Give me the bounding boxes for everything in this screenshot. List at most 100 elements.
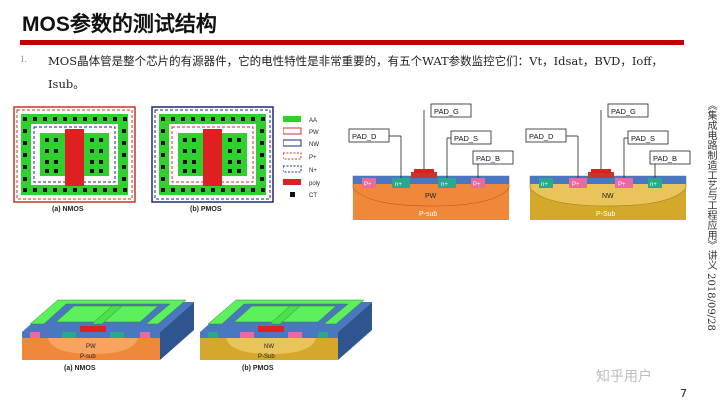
nmos-cross-section: P+ n+ n+ P+ PW P-sub PAD_G PAD_D PAD_S P…	[348, 103, 514, 220]
legend-ct-label: CT	[309, 193, 317, 199]
layout-legend: AA PW NW P+ N+ poly CT	[283, 116, 320, 199]
pmos-layout-caption: (b) PMOS	[190, 206, 222, 213]
pmos-nplus-left-diff	[539, 178, 553, 188]
legend-poly-label: poly	[309, 181, 320, 187]
pmos-iso-caption: (b) PMOS	[242, 365, 274, 372]
pmos-pad-d: PAD_D	[529, 132, 554, 141]
nmos-well-label: PW	[425, 193, 437, 200]
pmos-iso-nplus-left	[208, 332, 218, 338]
page-number: 7	[680, 387, 687, 400]
pmos-contacts	[161, 117, 265, 192]
legend-poly-swatch	[283, 179, 301, 185]
nmos-contacts	[23, 117, 127, 192]
nmos-nplus-drain-diff	[392, 178, 410, 188]
nmos-iso-view: PW P-sub (a) NMOS	[22, 299, 194, 372]
pmos-gate-top	[591, 169, 611, 173]
pmos-pplus-drain-diff	[569, 178, 587, 188]
legend-nplus-label: N+	[309, 168, 317, 174]
nmos-pad-boxes	[348, 103, 514, 165]
nmos-iso-nplus-drain	[62, 332, 76, 338]
nmos-iso-aa-ring	[29, 299, 187, 325]
nmos-iso-substrate-label: P-sub	[80, 354, 96, 360]
nmos-doping-label-4: P+	[473, 182, 481, 188]
legend-nw-swatch	[283, 139, 302, 147]
pmos-doping-label-1: n+	[541, 182, 548, 188]
pmos-iso-substrate-label: P-Sub	[258, 354, 275, 360]
nmos-iso-gate-finger	[91, 305, 123, 325]
nmos-gate-top	[414, 169, 434, 173]
legend-aa-label: AA	[309, 118, 317, 124]
pmos-iso-poly	[258, 326, 284, 332]
nmos-pad-b: PAD_B	[476, 154, 500, 163]
nmos-iso-pplus-right	[140, 332, 150, 338]
pmos-iso-pplus-drain	[240, 332, 254, 338]
pmos-doping-label-3: P+	[618, 182, 626, 188]
nmos-iso-side-face	[160, 302, 194, 360]
pmos-substrate-label: P-Sub	[596, 211, 616, 218]
nmos-iso-pw	[48, 338, 138, 354]
pmos-doping-label-2: P+	[572, 182, 580, 188]
legend-pplus-label: P+	[309, 155, 317, 161]
pmos-iso-gate-finger	[269, 305, 301, 325]
slide-title: MOS参数的测试结构	[22, 13, 217, 36]
legend-pw-swatch	[283, 127, 302, 135]
nmos-doping-label-3: n+	[441, 182, 448, 188]
nmos-iso-front-sti	[22, 332, 160, 338]
pmos-iso-well-label: NW	[264, 344, 274, 350]
bullet-marker: 1.	[20, 54, 27, 64]
pmos-iso-front-sti	[200, 332, 338, 338]
legend-pplus-swatch	[283, 152, 302, 160]
nmos-sti-top	[353, 176, 509, 184]
nmos-pad-g: PAD_G	[434, 107, 459, 116]
pmos-poly-gate	[203, 129, 222, 186]
pmos-nw-outline	[151, 106, 274, 203]
pmos-pad-g: PAD_G	[611, 107, 636, 116]
legend-nplus-swatch	[283, 165, 302, 173]
pmos-iso-nplus-right	[318, 332, 328, 338]
pmos-iso-side-face	[338, 302, 372, 360]
nmos-pplus-outline	[16, 109, 133, 200]
nmos-pplus-right-diff	[471, 178, 485, 188]
pmos-layout-diagram: (b) PMOS	[151, 106, 274, 213]
pmos-cross-section: n+ P+ P+ n+ NW P-Sub PAD_G PAD_D PAD_S P…	[525, 103, 691, 220]
pmos-sti-top	[530, 176, 686, 184]
pmos-nplus-outline	[154, 109, 271, 200]
pmos-pad-s: PAD_S	[631, 134, 655, 143]
pmos-iso-view: NW P-Sub (b) PMOS	[200, 299, 372, 372]
nmos-pplus-left-diff	[362, 178, 376, 188]
nmos-iso-nplus-source	[110, 332, 124, 338]
nmos-pw-outline	[13, 106, 136, 203]
nmos-iso-caption: (a) NMOS	[64, 365, 96, 372]
nmos-pad-s: PAD_S	[454, 134, 478, 143]
nmos-poly-gate	[411, 172, 437, 178]
pmos-iso-nw	[226, 338, 316, 354]
pmos-poly-gate	[588, 172, 614, 178]
nmos-substrate-label: P-sub	[419, 211, 437, 218]
body-paragraph: MOS晶体管是整个芯片的有源器件，它的电性特性是非常重要的，有五个WAT参数监控…	[48, 50, 688, 96]
pmos-iso-aa-ring	[207, 299, 365, 325]
nmos-pad-wires	[387, 110, 479, 178]
side-course-note: 《集成电路制造工艺与工程应用》讲义 2018/09/28	[705, 100, 716, 331]
pmos-pplus-source-diff	[615, 178, 633, 188]
watermark: 知乎用户	[596, 369, 652, 385]
nmos-iso-poly	[80, 326, 106, 332]
nmos-doping-label-1: P+	[364, 182, 372, 188]
pmos-iso-pplus-source	[288, 332, 302, 338]
nmos-layout-caption: (a) NMOS	[52, 206, 84, 213]
nmos-doping-label-2: n+	[395, 182, 402, 188]
legend-nw-label: NW	[309, 142, 319, 148]
pmos-pad-boxes	[525, 103, 691, 165]
legend-pw-label: PW	[309, 130, 319, 136]
legend-ct-swatch	[290, 192, 295, 197]
pmos-nplus-right-diff	[648, 178, 662, 188]
nmos-pad-d: PAD_D	[352, 132, 377, 141]
nmos-poly-gate	[65, 129, 84, 186]
title-rule	[20, 40, 684, 45]
nmos-iso-well-label: PW	[86, 344, 96, 350]
pmos-doping-label-4: n+	[650, 182, 657, 188]
body-line-1: MOS晶体管是整个芯片的有源器件，它的电性特性是非常重要的，有五个WAT参数监控…	[48, 54, 663, 68]
pmos-well-label: NW	[602, 193, 614, 200]
pmos-pad-b: PAD_B	[653, 154, 677, 163]
nmos-nplus-source-diff	[438, 178, 456, 188]
nmos-layout-diagram: (a) NMOS	[13, 106, 136, 213]
